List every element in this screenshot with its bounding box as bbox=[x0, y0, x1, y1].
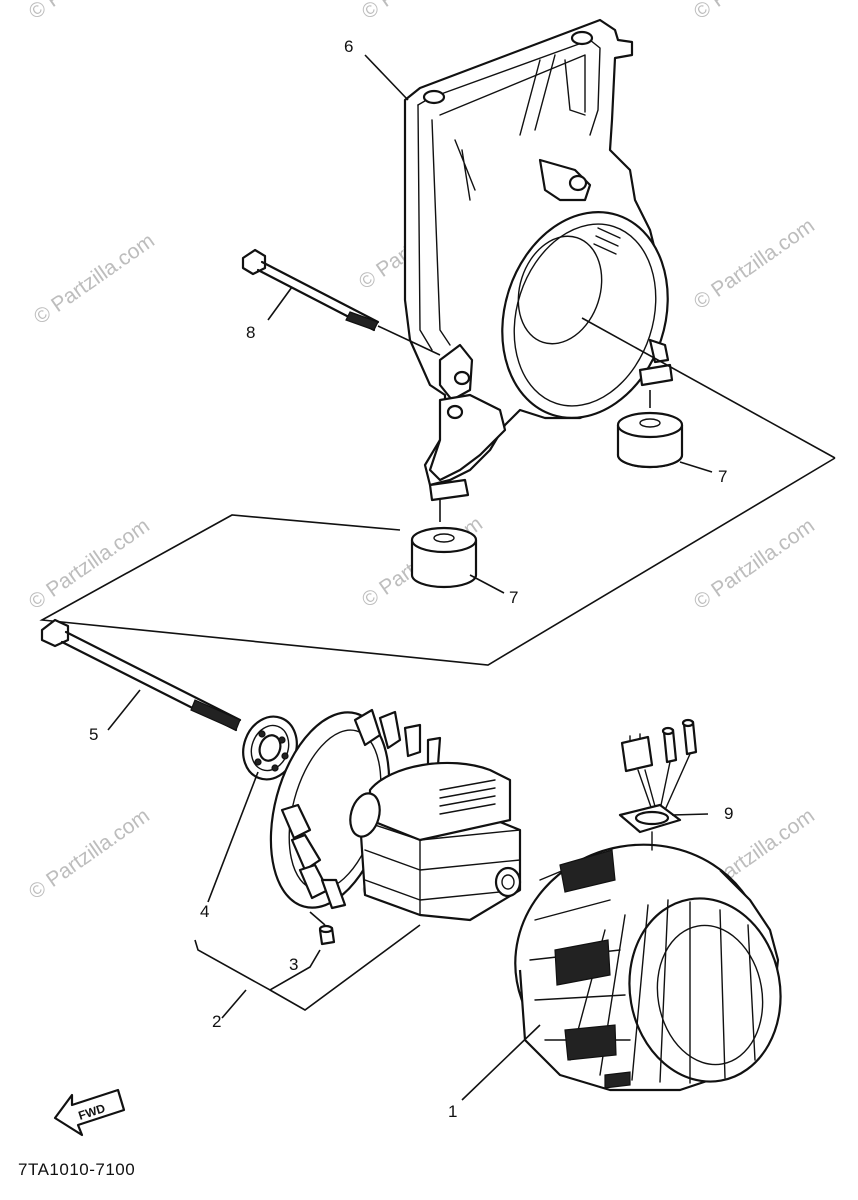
watermark: © Partzilla.com bbox=[30, 229, 159, 329]
leader-lines bbox=[107, 54, 713, 1101]
watermark: © Partzilla.com bbox=[25, 0, 154, 24]
dowel-pin-part-3 bbox=[309, 911, 336, 946]
callout-3: 3 bbox=[289, 955, 298, 974]
watermark: © Partzilla.com bbox=[690, 214, 819, 314]
assembly-group-outline bbox=[39, 317, 836, 666]
watermark: © Partzilla.com bbox=[690, 514, 819, 614]
fan-housing-part-6 bbox=[403, 18, 674, 502]
callout-7-upper: 7 bbox=[718, 467, 727, 486]
damper-part-7-upper bbox=[616, 390, 684, 469]
stator-part-1 bbox=[514, 843, 782, 1092]
watermark: © Partzilla.com bbox=[358, 0, 487, 24]
callout-7-lower: 7 bbox=[509, 588, 518, 607]
harness-part-9 bbox=[618, 718, 698, 851]
watermark: © Partzilla.com bbox=[25, 514, 154, 614]
callout-5: 5 bbox=[89, 725, 98, 744]
callout-9: 9 bbox=[724, 804, 733, 823]
through-bolt-part-5 bbox=[40, 618, 242, 732]
callout-8: 8 bbox=[246, 323, 255, 342]
callouts: 6 8 7 7 5 9 4 3 2 1 bbox=[89, 37, 733, 1121]
diagram-code: 7TA1010-7100 bbox=[18, 1160, 136, 1179]
damper-part-7-lower bbox=[410, 500, 478, 589]
watermark: © Partzilla.com bbox=[25, 804, 154, 904]
callout-4: 4 bbox=[200, 902, 209, 921]
bearing-part-4 bbox=[242, 715, 298, 781]
callout-6: 6 bbox=[344, 37, 353, 56]
bolt-part-8 bbox=[241, 248, 441, 356]
callout-2: 2 bbox=[212, 1012, 221, 1031]
watermark: © Partzilla.com bbox=[690, 0, 819, 24]
rotor-part-2 bbox=[269, 708, 522, 922]
callout-1: 1 bbox=[448, 1102, 457, 1121]
forward-arrow-icon: FWD bbox=[53, 1088, 126, 1137]
